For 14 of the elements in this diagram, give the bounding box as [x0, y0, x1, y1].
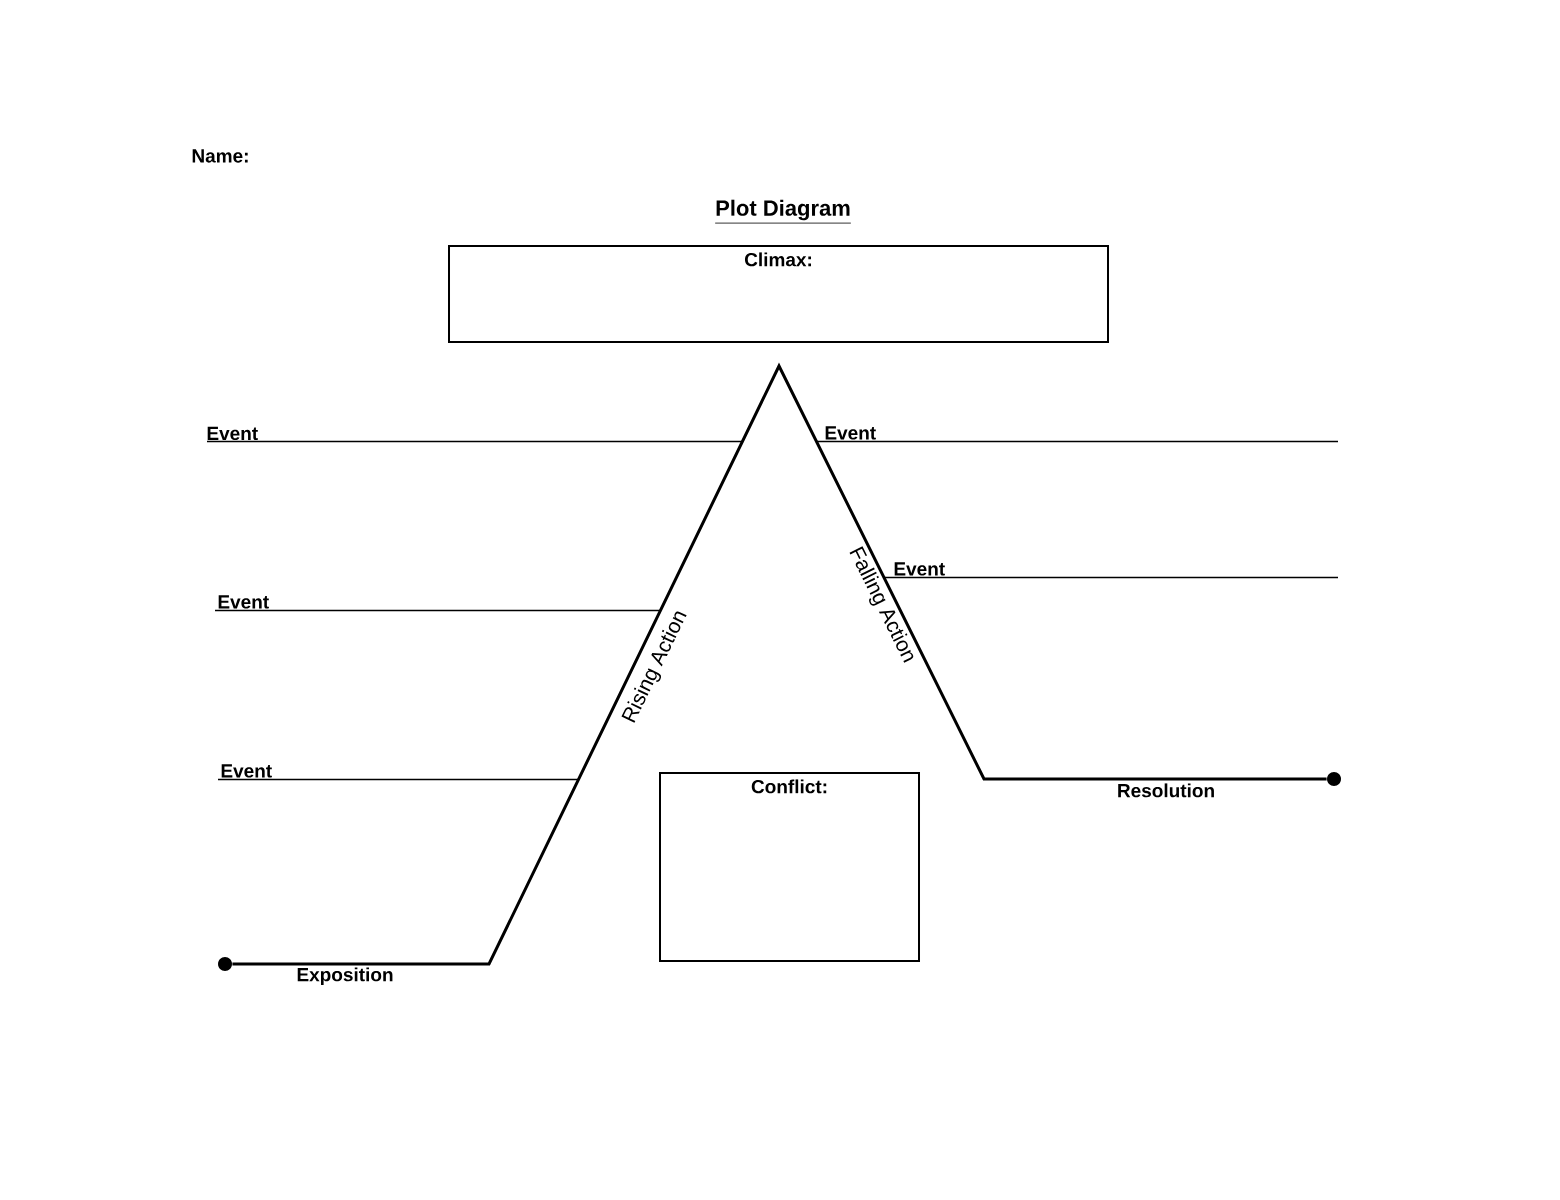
plot-line	[232, 362, 1327, 966]
title: Plot Diagram	[714, 199, 852, 224]
dot	[218, 957, 232, 971]
answer-box: Conflict:	[659, 772, 920, 962]
field-label: Event	[218, 595, 269, 609]
field-label: Event	[825, 426, 876, 440]
field-label: Name:	[192, 149, 248, 163]
stage-label: Exposition	[297, 967, 393, 986]
dot	[1327, 772, 1341, 786]
field-label: Event	[894, 562, 945, 576]
field-label: Event	[207, 426, 258, 441]
answer-box: Climax:	[448, 245, 1109, 343]
field-label: Event	[221, 764, 272, 778]
stage-label: Resolution	[1118, 783, 1214, 798]
